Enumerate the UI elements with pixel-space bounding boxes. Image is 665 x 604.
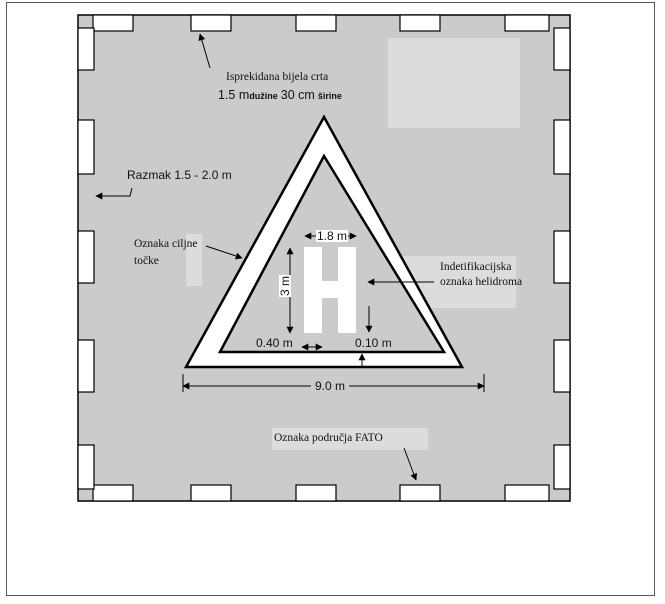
light-patch — [272, 428, 428, 450]
leader-fato — [403, 447, 418, 481]
dash-mark — [190, 484, 232, 502]
dash-mark — [399, 14, 441, 32]
dash-mark — [77, 27, 95, 71]
label-dashed-line: Isprekidana bijela crta — [226, 71, 329, 83]
dash-mark — [295, 14, 337, 32]
aim-triangle-inner — [217, 153, 447, 354]
dash-mark — [399, 484, 441, 502]
dash-mark — [190, 14, 232, 32]
perimeter-dashes — [77, 14, 571, 502]
dash-mark — [92, 484, 134, 502]
label-h-height: 3 m — [278, 274, 292, 297]
dash-mark — [553, 27, 571, 71]
dash-mark — [553, 339, 571, 393]
dash-mark — [77, 119, 95, 175]
dash-mark — [504, 484, 550, 502]
dash-width-word: širine — [317, 91, 342, 101]
label-010: 0.10 m — [355, 336, 392, 350]
label-spacing: Razmak 1.5 - 2.0 m — [127, 168, 232, 182]
dash-mark — [553, 444, 571, 490]
label-fato-marking: Oznaka područja FATO — [274, 432, 383, 444]
dash-mark — [295, 484, 337, 502]
dash-width-value: 30 cm — [280, 88, 315, 102]
dash-mark — [553, 119, 571, 175]
light-patch — [388, 38, 520, 128]
dash-length-value: 1.5 m — [218, 88, 250, 102]
dash-length-word: dužine — [249, 91, 278, 101]
label-heliport-id-1: Indetifikacijska — [440, 261, 512, 273]
dash-mark — [504, 14, 550, 32]
dash-mark — [77, 230, 95, 284]
leader-aim-point — [205, 245, 243, 260]
dash-mark — [77, 339, 95, 393]
h-crossbar — [304, 281, 356, 298]
dash-mark — [77, 444, 95, 490]
h-letter — [304, 247, 356, 333]
label-h-width: 1.8 m — [316, 229, 349, 243]
label-040: 0.40 m — [256, 336, 293, 350]
dash-mark — [553, 230, 571, 284]
dash-mark — [92, 14, 134, 32]
leader-spacing — [95, 187, 133, 200]
label-triangle-width: 9.0 m — [311, 380, 350, 392]
light-patch — [186, 234, 202, 286]
label-aim-point-2: točke — [134, 255, 159, 267]
label-aim-point-1: Oznaka ciljne — [134, 238, 198, 250]
label-heliport-id-2: oznaka helidroma — [440, 276, 523, 288]
leader-dashed-line — [198, 33, 211, 69]
